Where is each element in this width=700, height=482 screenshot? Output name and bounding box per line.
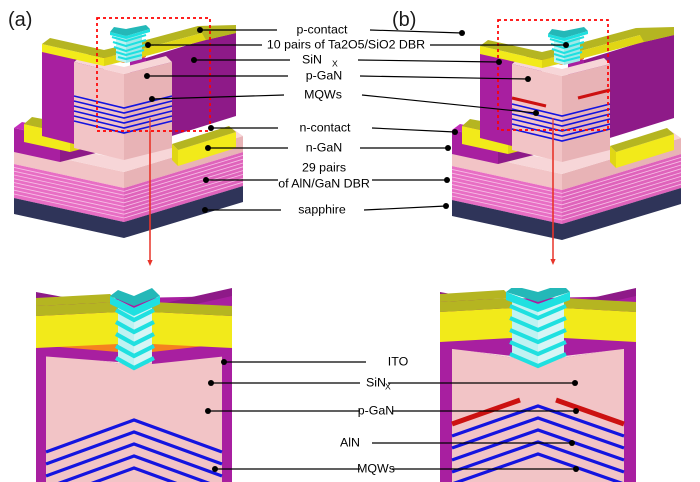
detail-panel-b bbox=[440, 288, 636, 482]
label-sapphire: sapphire bbox=[298, 202, 346, 216]
label-p-gan-bottom: p-GaN bbox=[358, 403, 395, 417]
panel-label-b: (b) bbox=[392, 9, 416, 31]
detail-top-dbr-b bbox=[506, 288, 570, 369]
label-sinx-top-main: SiN bbox=[302, 52, 322, 66]
label-sinx-bottom-sub: X bbox=[385, 381, 391, 391]
label-p-gan-top: p-GaN bbox=[306, 68, 343, 82]
label-sinx-bottom-main: SiN bbox=[366, 375, 386, 389]
layer-top-dbr-a bbox=[110, 25, 150, 63]
detail-panel-a bbox=[36, 288, 232, 482]
label-sinx-top-sub: X bbox=[332, 58, 338, 68]
label-mqws-top: MQWs bbox=[304, 87, 342, 101]
label-ito: ITO bbox=[388, 354, 409, 368]
layer-aln-b bbox=[511, 88, 611, 108]
p-contact-b bbox=[480, 27, 674, 68]
detail-top-dbr-a bbox=[110, 288, 160, 371]
label-bottom-dbr-line1: 29 pairs bbox=[302, 160, 346, 174]
layer-p-gan-a bbox=[74, 56, 172, 160]
callout-box-b bbox=[497, 19, 609, 131]
layer-p-gan-b bbox=[512, 58, 610, 162]
device-diagram-b bbox=[451, 27, 682, 240]
label-sinx-top: SiN X bbox=[302, 52, 338, 68]
label-n-contact: n-contact bbox=[300, 120, 352, 134]
layer-mqws-a bbox=[73, 95, 173, 134]
label-aln: AlN bbox=[340, 435, 360, 449]
layer-mqws-b bbox=[511, 103, 611, 142]
bottom-label-leaders bbox=[205, 359, 579, 472]
n-contact-pad-right-b bbox=[610, 128, 674, 168]
top-label-leaders bbox=[144, 27, 569, 213]
label-bottom-dbr-line2: of AlN/GaN DBR bbox=[278, 176, 370, 190]
callout-box-a bbox=[96, 17, 211, 132]
label-p-contact: p-contact bbox=[297, 22, 349, 36]
label-mqws-bottom: MQWs bbox=[357, 461, 395, 475]
label-sinx-bottom: SiN X bbox=[366, 375, 391, 391]
label-n-gan: n-GaN bbox=[306, 140, 343, 154]
panel-label-a: (a) bbox=[8, 9, 32, 31]
layer-top-dbr-b bbox=[548, 27, 588, 65]
label-top-dbr: 10 pairs of Ta2O5/SiO2 DBR bbox=[267, 37, 425, 51]
